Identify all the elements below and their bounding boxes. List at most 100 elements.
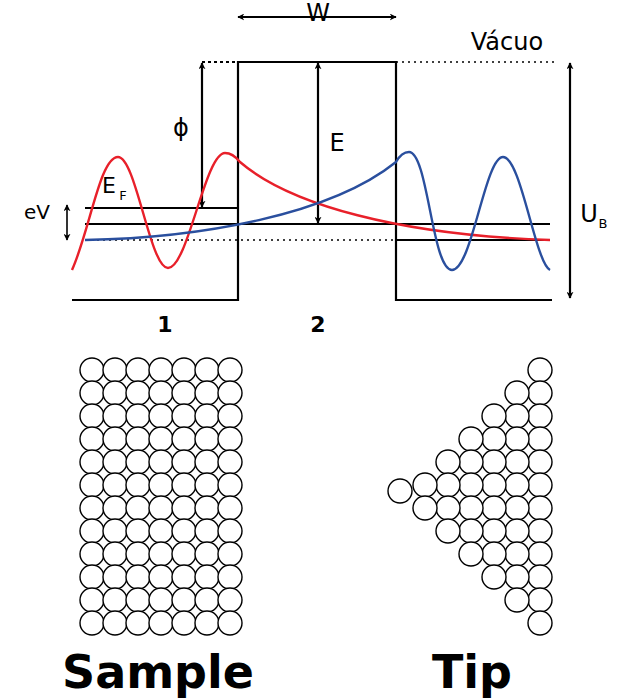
tip-atom — [482, 496, 506, 520]
tip-atom — [482, 404, 506, 428]
subscript: F — [119, 189, 126, 202]
tip-apex-atom — [388, 479, 412, 503]
tip-atom — [528, 611, 552, 635]
tip-atom — [505, 542, 529, 566]
tip-atom — [482, 473, 506, 497]
vacuum-label: Vácuo — [471, 30, 543, 54]
sample-atom — [218, 496, 242, 520]
tip-atom — [436, 519, 460, 543]
sample-atom — [172, 496, 196, 520]
region-number: 1 — [157, 314, 172, 336]
work-function-label: ϕ — [173, 116, 189, 140]
sample-atom — [126, 404, 150, 428]
vacuum-level — [396, 61, 556, 63]
sample-atom — [149, 427, 173, 451]
tip-atom — [505, 404, 529, 428]
sample-atom — [218, 565, 242, 589]
sample-atom — [195, 381, 219, 405]
sample-atom — [195, 519, 219, 543]
tip-atom — [482, 565, 506, 589]
work-function-arrow — [201, 63, 203, 207]
energy-level — [85, 223, 550, 225]
sample-atom — [172, 404, 196, 428]
tip-atom — [505, 496, 529, 520]
sample-atom — [126, 473, 150, 497]
tip-atom — [505, 473, 529, 497]
sample-atom — [80, 427, 104, 451]
sample-atom — [172, 519, 196, 543]
energy-label: E — [329, 131, 344, 155]
sample-atom — [103, 427, 127, 451]
sample-atom — [195, 611, 219, 635]
sample-atom — [103, 496, 127, 520]
sample-atom — [80, 381, 104, 405]
sample-atom — [195, 427, 219, 451]
width-label: W — [306, 1, 330, 25]
sample-atom — [126, 496, 150, 520]
sample-atom — [218, 404, 242, 428]
tip-atom — [528, 496, 552, 520]
sample-atom — [103, 542, 127, 566]
sample-atom — [126, 381, 150, 405]
sample-atom — [149, 611, 173, 635]
sample-atom — [172, 565, 196, 589]
sample-atom — [149, 358, 173, 382]
tip-atom — [528, 473, 552, 497]
sample-atom — [103, 404, 127, 428]
sample-atom — [218, 542, 242, 566]
sample-atom — [195, 588, 219, 612]
tip-atom — [505, 427, 529, 451]
sample-atom — [103, 565, 127, 589]
sample-atom — [195, 542, 219, 566]
sample-atom — [126, 358, 150, 382]
sample-atom — [80, 496, 104, 520]
tip-atom — [505, 519, 529, 543]
region-number: 2 — [310, 314, 325, 336]
sample-atom — [149, 542, 173, 566]
barrier-outline — [72, 62, 552, 300]
tip-atom — [482, 427, 506, 451]
tip-atom — [528, 588, 552, 612]
vacuum-level — [202, 61, 238, 63]
sample-atom — [218, 358, 242, 382]
sample-atom — [103, 519, 127, 543]
sample-atom — [149, 381, 173, 405]
tip-atom — [528, 358, 552, 382]
sample-atom — [195, 473, 219, 497]
tip-atom — [436, 450, 460, 474]
sample-atom — [149, 473, 173, 497]
sample-atom — [218, 519, 242, 543]
tip-atom — [528, 404, 552, 428]
sample-atom — [149, 565, 173, 589]
fermi-level — [85, 207, 238, 209]
tip-atom — [505, 565, 529, 589]
energy-arrow — [317, 63, 319, 223]
tip-atom — [413, 496, 437, 520]
sample-atom — [195, 450, 219, 474]
sample-atom — [218, 588, 242, 612]
sample-atom — [172, 358, 196, 382]
sample-atom — [218, 381, 242, 405]
sample-atom — [195, 404, 219, 428]
sample-atom — [218, 611, 242, 635]
sample-atom — [126, 450, 150, 474]
sample-atom — [80, 611, 104, 635]
sample-atom — [103, 450, 127, 474]
sample-atom — [80, 588, 104, 612]
tip-atom — [459, 427, 483, 451]
tip-atom — [528, 542, 552, 566]
subscript: B — [599, 217, 608, 230]
tip-atom — [528, 450, 552, 474]
sample-atom — [80, 519, 104, 543]
bias-label: eV — [24, 202, 50, 222]
sample-wavefunction — [72, 153, 550, 270]
sample-atom — [195, 496, 219, 520]
sample-atom — [172, 611, 196, 635]
sample-atom — [172, 473, 196, 497]
sample-atom — [195, 565, 219, 589]
sample-atom — [149, 450, 173, 474]
bias-arrow — [66, 205, 68, 240]
tip-atom — [505, 381, 529, 405]
